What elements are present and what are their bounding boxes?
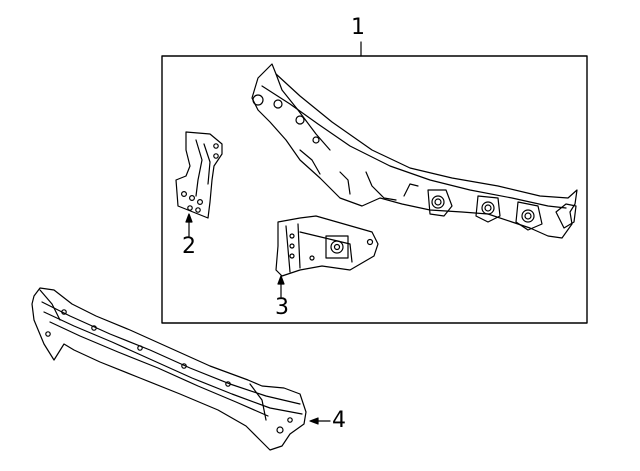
callout-number-3: 3 [275, 295, 289, 320]
callout-number-1: 1 [351, 15, 365, 40]
callout-number-4: 4 [332, 408, 346, 433]
arrowhead-4 [309, 417, 319, 425]
arrowhead-2 [185, 213, 193, 223]
upper-support-panel [251, 63, 578, 239]
lower-tie-bar [31, 287, 307, 451]
center-bracket [275, 215, 379, 277]
arrowhead-3 [277, 275, 285, 285]
callout-number-2: 2 [182, 234, 196, 259]
callout-box [161, 55, 588, 324]
side-bracket [175, 131, 223, 219]
